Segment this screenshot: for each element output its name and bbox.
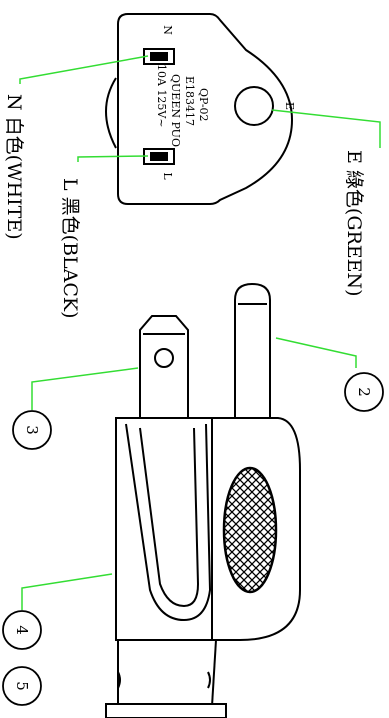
leader-earth bbox=[271, 109, 381, 148]
face-cert: E183417 bbox=[183, 76, 196, 126]
leader-3 bbox=[31, 367, 139, 410]
earth-pin bbox=[234, 282, 271, 418]
leader-4 bbox=[21, 573, 113, 610]
face-maker: QUEEN PUO bbox=[169, 74, 182, 147]
slot-line bbox=[143, 148, 175, 165]
plug-face bbox=[105, 13, 294, 205]
face-text-block: N L E QP-02 E183417 QUEEN PUO 10A 125V~ bbox=[155, 25, 296, 180]
callout-4: 4 bbox=[2, 610, 42, 650]
face-model: QP-02 bbox=[197, 88, 210, 122]
label-earth-green: E 綠色(GREEN) bbox=[343, 150, 365, 297]
callout-5-label: 5 bbox=[13, 681, 31, 691]
leader-2 bbox=[275, 337, 357, 368]
grip-mesh bbox=[222, 466, 278, 594]
leader-line bbox=[77, 155, 149, 162]
face-pin-e: E bbox=[283, 102, 296, 110]
callout-5: 5 bbox=[2, 666, 42, 706]
label-line-black: L 黑色(BLACK) bbox=[59, 178, 81, 319]
slot-neutral bbox=[143, 48, 175, 65]
leader-neutral bbox=[19, 55, 149, 84]
callout-2: 2 bbox=[344, 372, 384, 412]
callout-3-label: 3 bbox=[23, 425, 41, 435]
leader-lines bbox=[19, 55, 381, 610]
callout-2-label: 2 bbox=[355, 387, 373, 397]
face-pin-n: N bbox=[161, 25, 174, 35]
callout-3: 3 bbox=[12, 410, 52, 450]
earth-hole bbox=[234, 86, 274, 126]
label-neutral-white: N 白色(WHITE) bbox=[3, 94, 25, 240]
face-rating: 10A 125V~ bbox=[155, 64, 168, 128]
cord-arc bbox=[105, 77, 117, 149]
blade-pin bbox=[139, 315, 189, 418]
face-pin-l: L bbox=[161, 172, 174, 180]
cord-relief bbox=[105, 639, 227, 718]
callout-4-label: 4 bbox=[13, 625, 31, 635]
plug-face-outline bbox=[117, 13, 294, 205]
